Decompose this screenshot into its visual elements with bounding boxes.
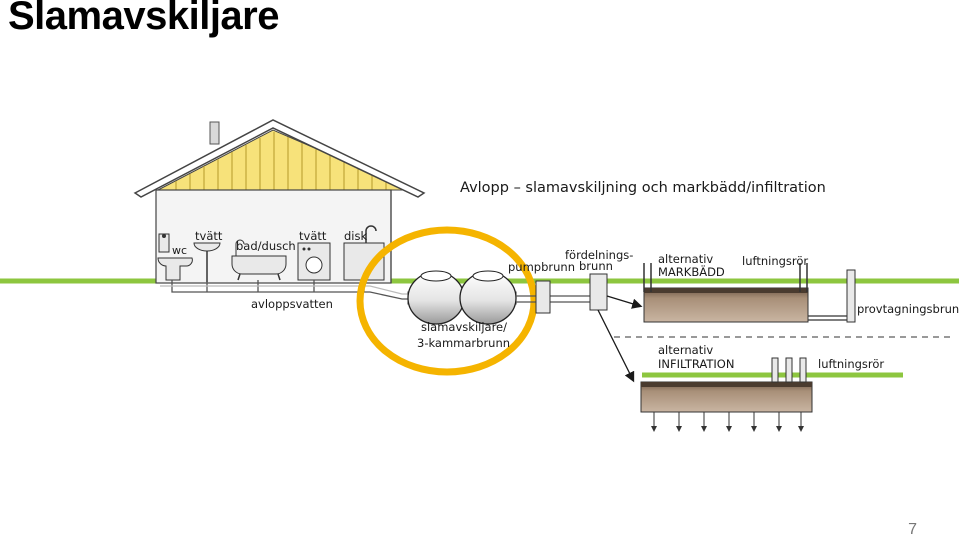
highlight-ring: [356, 226, 538, 376]
outlet-pipe: [516, 295, 590, 303]
septic-tank: [407, 270, 517, 325]
sampling-well: [846, 269, 856, 323]
label-wc: wc: [172, 244, 187, 257]
label-markbadd-line1: alternativ: [658, 252, 713, 266]
house: [133, 119, 426, 284]
label-markbadd-line2: MARKBÄDD: [658, 264, 725, 279]
diagram-heading: Avlopp – slamavskiljning och markbädd/in…: [460, 180, 826, 196]
distribution-well: [589, 273, 608, 311]
label-luftningsror-bottom: luftningsrör: [818, 357, 884, 371]
arrow-to-infiltration: [597, 309, 635, 383]
label-avloppsvatten: avloppsvatten: [251, 297, 333, 311]
label-tvatt-1: tvätt: [195, 229, 223, 243]
label-provtagningsbrunn: provtagningsbrunn: [857, 302, 959, 316]
infiltration-bed: [640, 357, 813, 432]
label-disk: disk: [344, 229, 367, 243]
label-bad-dusch: bad/dusch: [236, 239, 296, 253]
markbadd-bed: [643, 263, 847, 323]
sink-icon: [193, 242, 221, 282]
label-fordelningsbrunn-line2: brunn: [579, 259, 613, 273]
label-infiltration-line2: INFILTRATION: [658, 357, 734, 371]
label-slamavskiljare-line2: 3-kammarbrunn: [417, 336, 510, 350]
roof: [133, 119, 426, 198]
label-pumpbrunn: pumpbrunn: [508, 260, 575, 274]
arrow-to-markbadd: [606, 295, 643, 309]
label-fordelningsbrunn-line1: fördelnings-: [565, 248, 633, 262]
chimney: [209, 121, 220, 145]
bathtub-icon: [231, 239, 287, 281]
washing-machine-icon: [297, 242, 331, 281]
toilet-icon: [157, 233, 193, 281]
label-infiltration-line1: alternativ: [658, 343, 713, 357]
label-slamavskiljare-line1: slamavskiljare/: [421, 320, 507, 334]
slide-title: Slamavskiljare: [8, 0, 280, 38]
page-number: 7: [908, 521, 917, 538]
label-tvatt-2: tvätt: [299, 229, 327, 243]
label-luftningsror-top: luftningsrör: [742, 254, 808, 268]
pump-well: [535, 280, 551, 314]
